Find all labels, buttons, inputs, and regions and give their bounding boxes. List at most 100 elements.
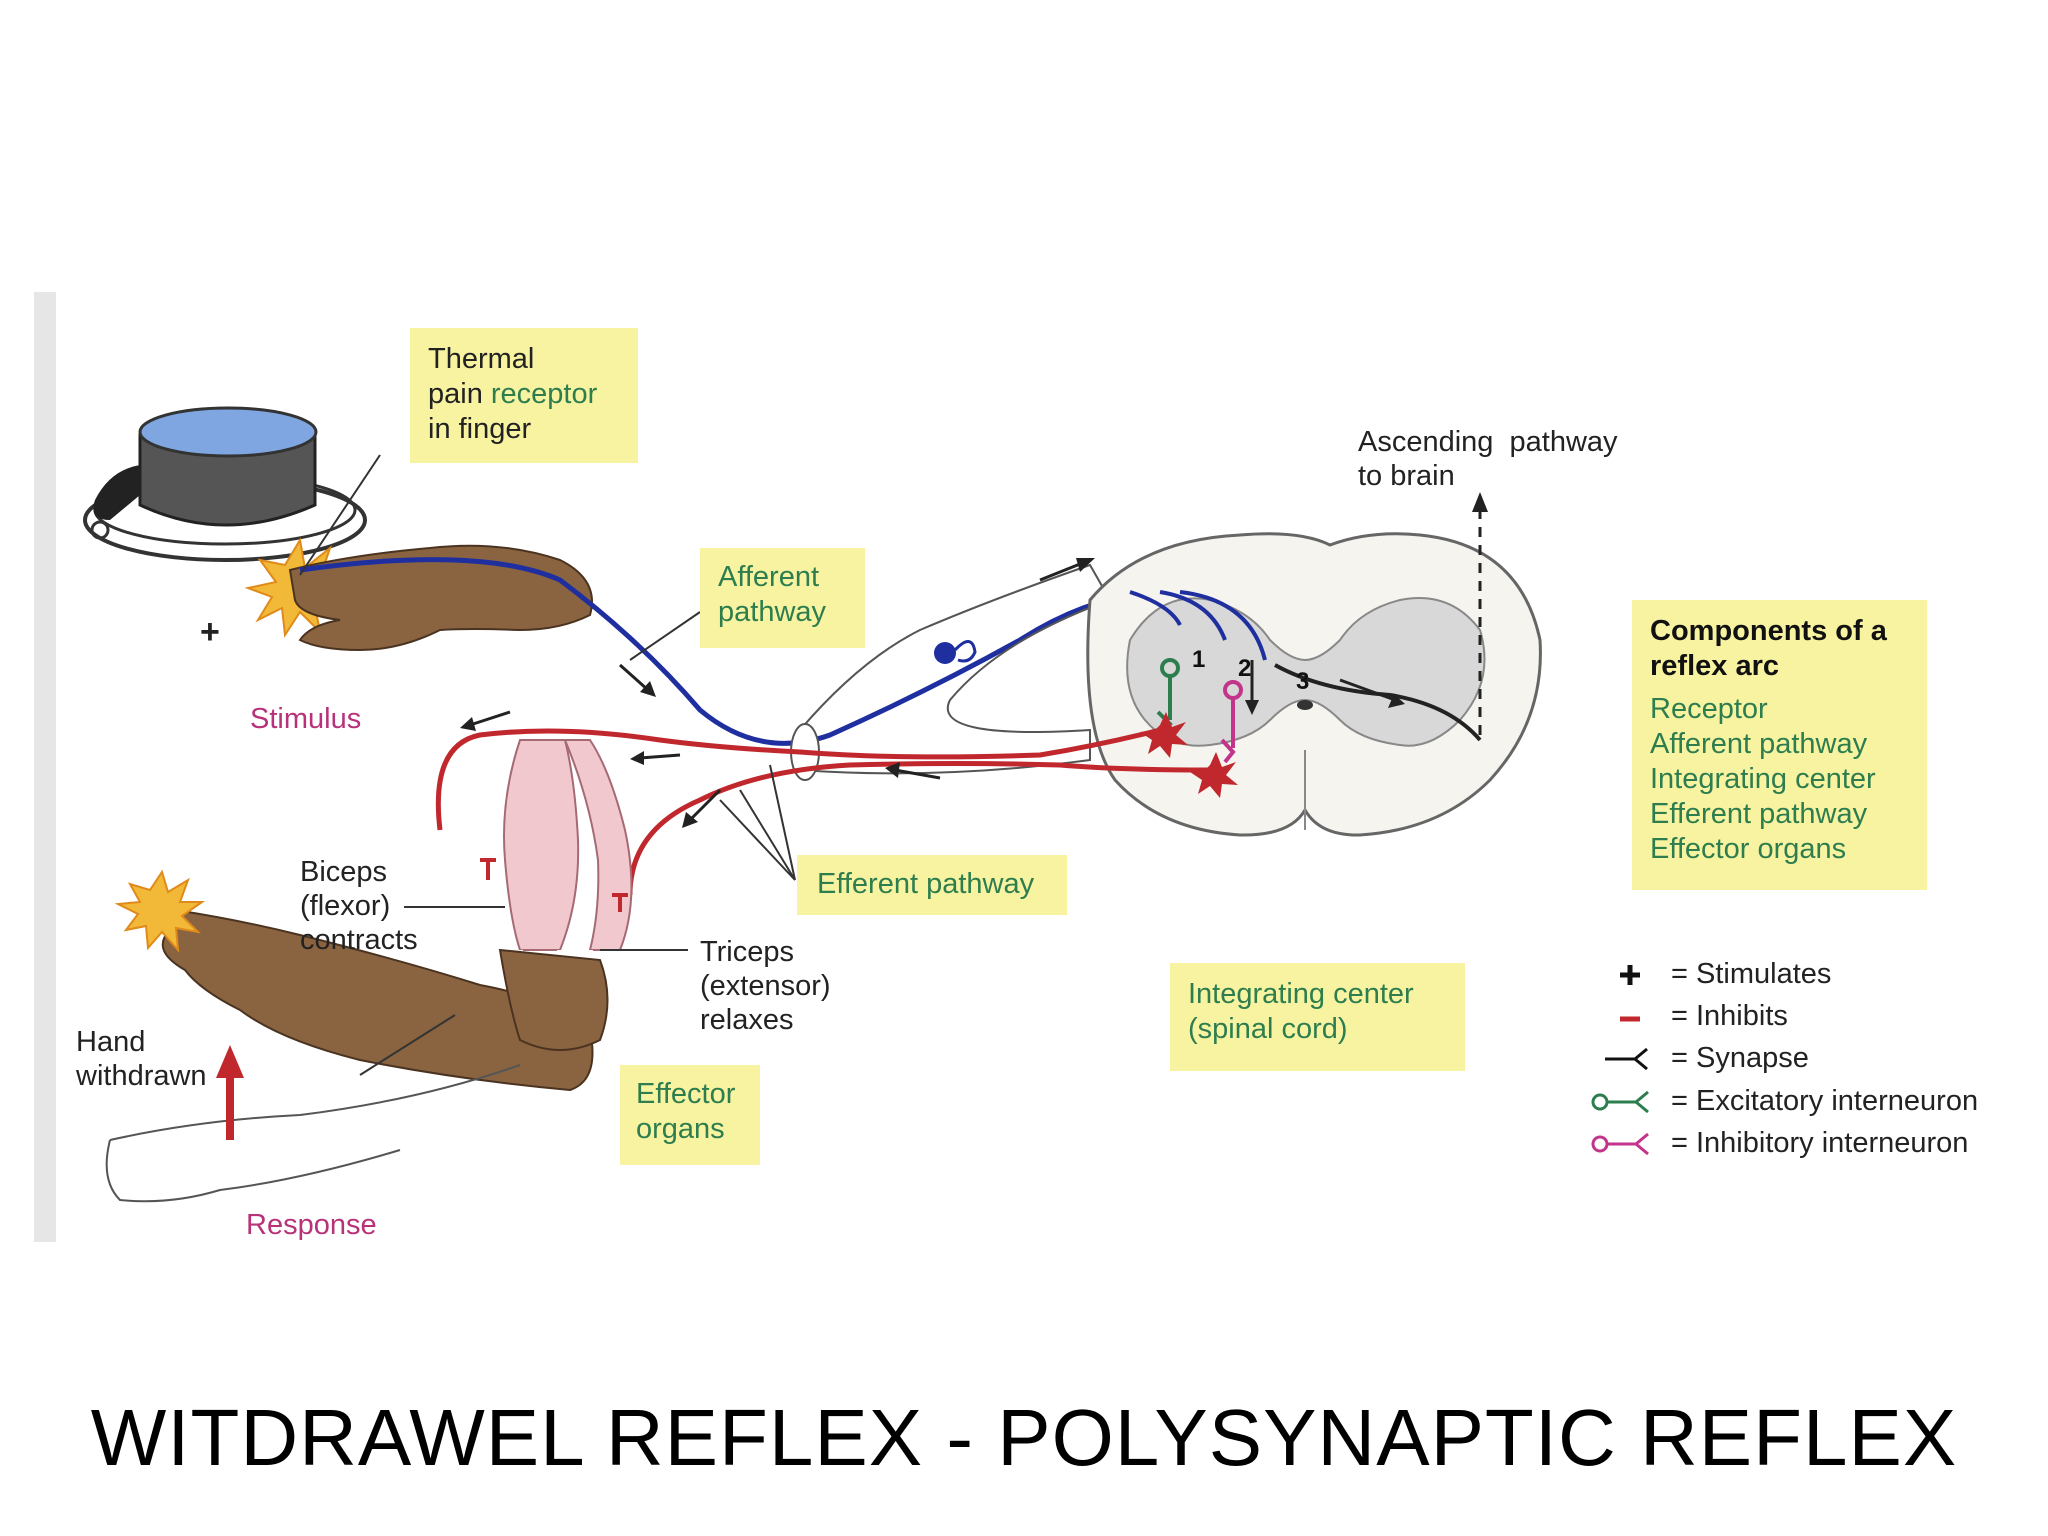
synapse-number-2: 2 [1238,655,1252,682]
inhibitory-interneuron-icon [1220,680,1243,764]
slide-title: WITDRAWEL REFLEX - POLYSYNAPTIC REFLEX [90,1393,1958,1482]
biceps-muscle [503,739,580,951]
afferent-branch-3 [1179,590,1267,661]
ascending-arrowhead [1472,492,1488,512]
flow-arrowhead-8 [682,812,698,828]
efferent-nerve-path-lower [627,761,1211,896]
flow-arrowhead-2 [1076,558,1095,572]
effector-line2: organs [636,1113,725,1145]
motor-neuron-star-2 [1190,752,1238,798]
legend-row-excitatory: = Excitatory interneuron [1577,1085,1978,1118]
leader-efferent-1 [719,799,796,881]
flow-arrowhead-3 [1388,694,1405,708]
ascending-line1: Ascending pathway [1358,426,1618,458]
component-item-afferent: Afferent pathway [1650,728,1868,760]
legend-text-stimulates: = Stimulates [1671,958,1832,990]
legend-text-inhibits: = Inhibits [1671,1000,1788,1032]
flow-arrow-efferent-1 [894,768,941,780]
biceps-end-marker [480,858,496,880]
hand-withdrawn-line2: withdrawn [76,1060,207,1092]
spinal-cord-cross-section [1086,532,1542,837]
flow-arrowhead-5 [885,762,900,778]
flow-arrow-ascending [1339,678,1396,702]
stimulus-label: Stimulus [250,703,362,735]
biceps-line3: contracts [300,924,418,956]
triceps-line1: Triceps [700,936,794,968]
components-heading-1: Components of a [1650,615,1887,647]
ascending-line2: to brain [1358,460,1455,492]
hot-pot-icon [83,406,367,562]
afferent-line2: pathway [718,596,827,628]
effector-box: Effector organs [620,1065,760,1165]
ascending-neuron-path [1274,663,1482,742]
pain-burst-lower-icon [114,869,206,953]
integrating-line1: Integrating center [1188,978,1414,1010]
receptor-box: Thermal pain receptor in finger [410,328,638,463]
nerve-root-outline [799,563,1112,775]
response-arm [161,908,594,1092]
flow-arrowhead-6 [630,751,644,765]
flow-arrow-efferent-3 [469,710,511,727]
panel-edge [34,292,56,1242]
leader-efferent-3 [769,764,796,881]
flow-arrow-efferent-4 [688,788,722,822]
minus-icon [1620,1016,1640,1021]
afferent-box: Afferent pathway [700,548,865,648]
afferent-line1: Afferent [718,561,820,593]
efferent-nerve-path-upper [435,727,1161,831]
receptor-line1: Thermal [428,343,535,375]
synapse-number-3: 3 [1296,668,1310,695]
leader-receptor [299,454,381,576]
legend-row-synapse: = Synapse [1595,1042,1809,1075]
legend-row-stimulates: = Stimulates [1595,958,1831,991]
legend-row-inhibitory: = Inhibitory interneuron [1577,1127,1968,1160]
triceps-line3: relaxes [700,1004,794,1036]
leader-effector [359,1014,456,1076]
legend-row-inhibits: = Inhibits [1595,1000,1788,1033]
biceps-line1: Biceps [300,856,388,888]
withdrawal-arrowhead [216,1045,244,1078]
hand-withdrawn-line1: Hand [76,1026,146,1058]
stimulus-hand [288,544,593,652]
biceps-label: Biceps (flexor) contracts [300,855,418,957]
legend-text-inhibitory: = Inhibitory interneuron [1671,1127,1969,1159]
inhibitory-interneuron-legend-icon [1591,1132,1649,1155]
receptor-line2a: pain [428,378,483,410]
component-item-integrating: Integrating center [1650,763,1876,795]
dorsal-root-ganglion-icon [934,642,956,664]
components-box: Components of a reflex arc Receptor Affe… [1632,600,1927,890]
integrating-box: Integrating center (spinal cord) [1170,963,1465,1071]
biceps-line2: (flexor) [300,890,391,922]
flow-arrow-afferent-1 [619,663,649,692]
flow-arrowhead-4 [1245,700,1259,715]
hand-withdrawn-label: Hand withdrawn [76,1025,207,1093]
flow-arrow-efferent-2 [639,753,681,760]
flow-arrow-afferent-2 [1039,560,1086,582]
integrating-line2: (spinal cord) [1188,1013,1348,1045]
afferent-branch-2 [1159,590,1227,641]
leader-efferent-2 [739,789,796,881]
original-hand-outline [105,1064,521,1203]
receptor-line3: in finger [428,413,532,445]
stimulus-plus-sign: + [200,613,220,651]
component-item-effector: Effector organs [1650,833,1847,865]
legend-text-synapse: = Synapse [1671,1042,1809,1074]
component-item-receptor: Receptor [1650,693,1768,725]
legend-text-excitatory: = Excitatory interneuron [1671,1085,1979,1117]
synapse-icon [1605,1047,1648,1070]
receptor-line2b: receptor [490,378,598,410]
components-heading-2: reflex arc [1650,650,1779,682]
ascending-label: Ascending pathway to brain [1358,425,1618,493]
afferent-branch-1 [1129,590,1182,626]
triceps-line2: (extensor) [700,970,831,1002]
leader-afferent [629,611,701,661]
motor-neuron-star-1 [1140,712,1188,758]
synapse-number-1: 1 [1192,646,1206,673]
excitatory-interneuron-legend-icon [1591,1090,1649,1113]
upper-arm [498,948,609,1051]
triceps-label: Triceps (extensor) relaxes [700,935,831,1037]
effector-line1: Effector [636,1078,736,1110]
triceps-end-marker [612,893,628,912]
flow-arrowhead-1 [640,681,656,697]
